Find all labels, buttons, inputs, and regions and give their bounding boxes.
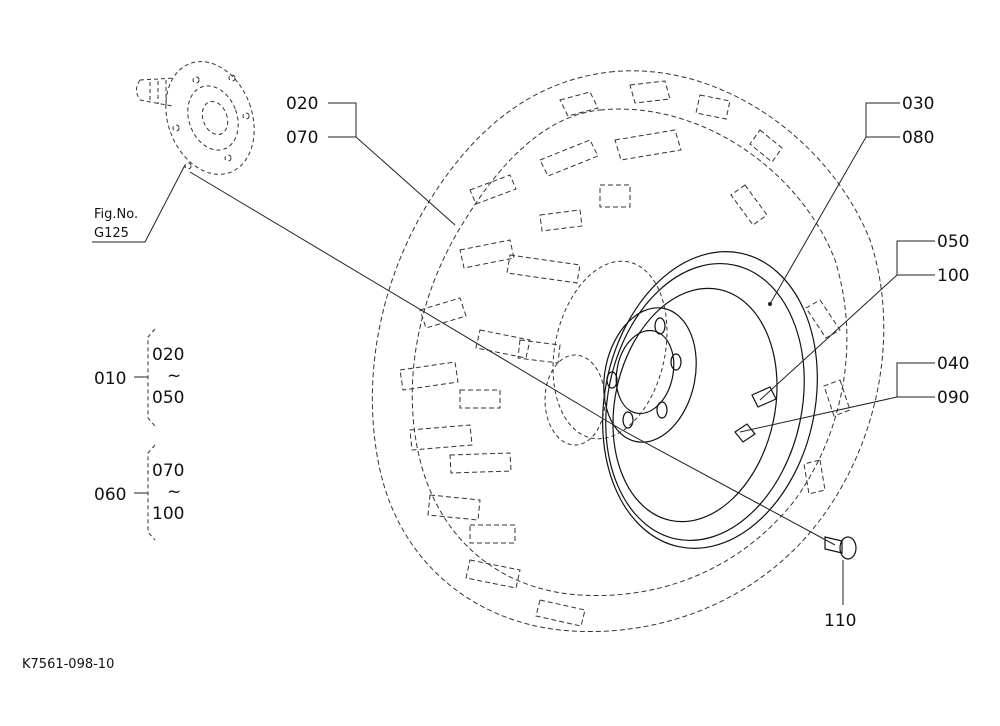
wheel-rim <box>602 251 818 549</box>
group-060-parent: 060 <box>94 485 126 505</box>
leader-lines <box>92 102 935 605</box>
group-010-parent: 010 <box>94 369 126 389</box>
callout-100: 100 <box>937 266 969 286</box>
fig-ref-number: G125 <box>94 226 129 241</box>
drawing-code: K7561-098-10 <box>22 657 114 672</box>
group-060-from: 070 <box>152 461 184 481</box>
callout-090: 090 <box>937 388 969 408</box>
tire <box>371 70 885 632</box>
group-060-to: 100 <box>152 504 184 524</box>
callout-030: 030 <box>902 94 934 114</box>
fig-ref-label: Fig.No. <box>94 207 138 222</box>
group-010-tilde: ~ <box>167 366 181 386</box>
callout-070: 070 <box>286 128 318 148</box>
axle-hub <box>136 61 255 175</box>
callout-020: 020 <box>286 94 318 114</box>
group-060-tilde: ~ <box>167 482 181 502</box>
callout-040: 040 <box>937 354 969 374</box>
group-010-from: 020 <box>152 345 184 365</box>
callout-050: 050 <box>937 232 969 252</box>
wheel-bolt <box>824 536 857 560</box>
group-010-to: 050 <box>152 388 184 408</box>
hub-outline <box>544 260 668 446</box>
callout-080: 080 <box>902 128 934 148</box>
callout-110: 110 <box>824 611 856 631</box>
